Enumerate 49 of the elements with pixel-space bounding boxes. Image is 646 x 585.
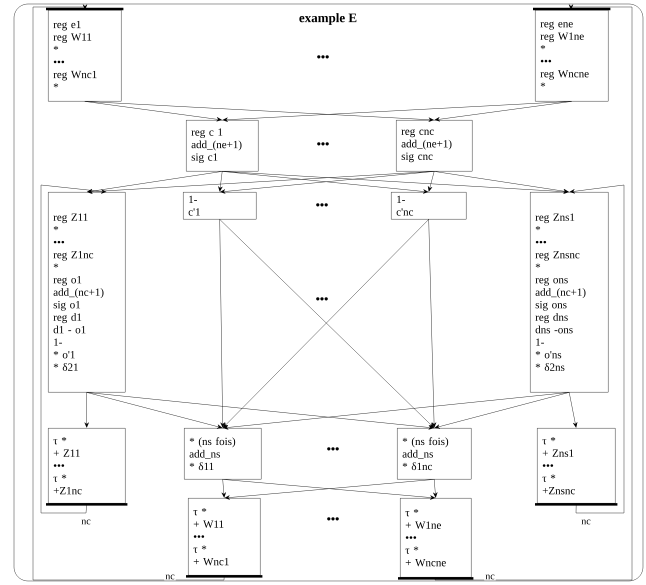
arrow xyxy=(87,171,434,194)
edge-label: nc xyxy=(580,518,592,526)
arrow xyxy=(434,392,570,429)
edge-label: nc xyxy=(484,574,496,580)
ellipsis: ••• xyxy=(327,517,339,520)
arrow xyxy=(428,171,434,192)
process-box: τ * + W11 ••• τ * + Wnc1 xyxy=(186,498,262,578)
process-box: reg Zns1 * ••• reg Znsnc * reg ons add_(nc+1) sig ons reg dns dns -ons 1- * o'ns * δ2ns xyxy=(530,192,608,392)
arrow xyxy=(434,101,572,122)
arrow xyxy=(428,219,436,428)
ellipsis: ••• xyxy=(317,142,329,146)
process-box: * (ns fois) add_ns * δ11 xyxy=(184,428,262,480)
arrow xyxy=(569,392,578,428)
process-box: * (ns fois) add_ns * δ1nc xyxy=(397,428,472,480)
title: example E xyxy=(299,13,356,25)
process-box: reg cnc add_(ne+1) sig cnc xyxy=(396,120,472,172)
edge-label: nc xyxy=(164,574,176,580)
arrow xyxy=(222,479,226,498)
arrow xyxy=(220,219,225,428)
arrow xyxy=(223,392,570,430)
arrow xyxy=(87,171,222,194)
arrow xyxy=(218,171,223,192)
process-box: τ * + W1ne ••• τ * + Wncne xyxy=(398,498,474,580)
ellipsis: ••• xyxy=(327,447,339,450)
arrow xyxy=(222,101,572,122)
arrow xyxy=(32,4,224,580)
arrow xyxy=(433,479,438,498)
process-box: reg e1 reg W11 * ••• reg Wnc1 * xyxy=(46,8,124,102)
arrow xyxy=(86,392,222,429)
arrow xyxy=(84,392,89,428)
edge-label: nc xyxy=(80,518,92,526)
arrow xyxy=(84,101,222,122)
arrow xyxy=(434,171,569,194)
process-box: reg Z11 * ••• reg Z1nc * reg o1 add_(nc+1) sig o1 reg d1 d1 - o1 1- * o'1 * δ21 xyxy=(48,192,126,392)
process-box: 1- c'nc xyxy=(391,192,466,220)
arrow xyxy=(84,101,434,122)
ellipsis: ••• xyxy=(316,203,328,206)
arrow xyxy=(40,184,106,514)
arrow xyxy=(222,171,569,194)
arrow xyxy=(434,4,632,580)
arrow xyxy=(570,184,624,514)
process-box: 1- c'1 xyxy=(183,192,256,220)
arrow xyxy=(86,392,434,430)
process-box: τ * + Zns1 ••• τ * +Znsnc xyxy=(535,428,618,506)
ellipsis: ••• xyxy=(316,297,328,300)
ellipsis: ••• xyxy=(317,55,329,58)
process-box: reg ene reg W1ne * ••• reg Wncne * xyxy=(533,8,610,102)
process-box: reg c 1 add_(ne+1) sig c1 xyxy=(186,120,258,172)
process-box: τ * + Z11 ••• τ * +Z1nc xyxy=(46,428,128,506)
